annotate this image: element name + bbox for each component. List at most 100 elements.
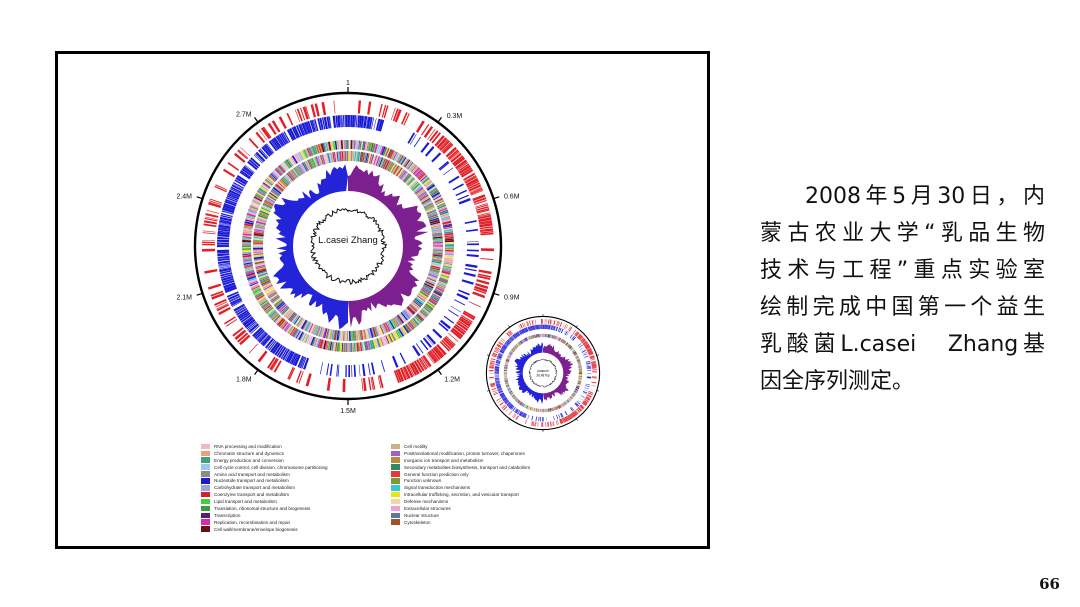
cog-gene xyxy=(434,197,444,204)
cog-gene xyxy=(334,140,338,150)
forward-gene xyxy=(429,130,439,142)
reverse-gene xyxy=(298,356,305,368)
cog-gene xyxy=(276,167,284,175)
forward-gene xyxy=(218,306,231,316)
cog-gene xyxy=(380,158,386,169)
reverse-gene xyxy=(503,398,508,402)
cog-gene xyxy=(262,283,272,289)
cog-gene xyxy=(243,227,253,231)
cog-gene xyxy=(503,374,508,376)
cog-gene xyxy=(522,403,525,407)
reverse-gene xyxy=(233,303,246,312)
reverse-gene xyxy=(552,325,554,331)
reverse-gene xyxy=(566,331,569,336)
cog-gene xyxy=(361,341,364,351)
cog-gene xyxy=(503,368,508,370)
forward-gene xyxy=(461,314,473,323)
forward-gene xyxy=(501,404,506,408)
cog-gene xyxy=(432,257,443,259)
reverse-gene xyxy=(540,324,542,330)
forward-gene xyxy=(493,350,499,354)
legend-label: Replication, recombination and repair xyxy=(214,519,291,525)
cog-gene xyxy=(549,408,551,412)
cog-gene xyxy=(279,179,288,188)
cog-gene xyxy=(333,330,337,341)
reverse-gene xyxy=(494,377,500,379)
cog-gene xyxy=(317,326,322,337)
forward-gene xyxy=(480,232,494,236)
cog-gene xyxy=(426,278,436,284)
cog-gene xyxy=(578,377,582,379)
cog-gene xyxy=(369,327,374,338)
cog-gene xyxy=(437,282,447,288)
cog-gene xyxy=(567,344,571,348)
gc-skew-negative xyxy=(273,164,348,330)
forward-gene xyxy=(468,184,482,192)
cog-gene xyxy=(565,400,568,404)
cog-gene xyxy=(248,279,258,284)
cog-gene xyxy=(556,406,558,410)
forward-gene xyxy=(489,366,495,368)
cog-gene xyxy=(573,352,577,355)
cog-gene xyxy=(264,285,274,292)
forward-gene xyxy=(298,371,304,384)
cog-gene xyxy=(398,313,406,323)
reverse-gene xyxy=(282,348,290,361)
forward-gene xyxy=(584,398,590,402)
cog-gene xyxy=(299,332,305,341)
forward-gene xyxy=(586,395,591,399)
cog-gene xyxy=(349,140,351,150)
reverse-gene xyxy=(329,363,333,376)
forward-gene xyxy=(239,334,251,346)
forward-gene xyxy=(582,341,588,345)
legend-swatch xyxy=(391,498,400,505)
cog-gene xyxy=(505,383,509,386)
cog-gene xyxy=(444,242,454,245)
cog-gene xyxy=(570,395,574,399)
cog-gene xyxy=(556,405,559,410)
cog-gene xyxy=(436,284,446,289)
cog-gene xyxy=(576,384,581,386)
cog-gene xyxy=(578,376,582,378)
cog-gene xyxy=(242,248,252,251)
cog-gene xyxy=(354,330,357,341)
cog-gene xyxy=(306,147,312,157)
reverse-gene xyxy=(559,327,562,333)
forward-gene xyxy=(579,337,584,341)
forward-gene xyxy=(480,257,494,261)
cog-gene xyxy=(428,187,437,193)
cog-gene xyxy=(363,341,366,351)
cog-gene xyxy=(262,182,271,189)
legend-label: Cell motility xyxy=(404,443,428,449)
cog-gene xyxy=(432,233,443,237)
forward-gene xyxy=(572,329,577,335)
cog-gene xyxy=(577,360,581,362)
cog-gene xyxy=(518,342,521,346)
cog-gene xyxy=(575,355,579,358)
reverse-gene xyxy=(494,370,500,371)
gc-skew-negative xyxy=(514,342,543,405)
cog-gene xyxy=(524,337,527,342)
cog-gene xyxy=(414,168,423,177)
cog-gene xyxy=(430,264,441,268)
cog-gene xyxy=(556,336,559,341)
forward-gene xyxy=(496,397,501,401)
reverse-gene xyxy=(466,241,479,243)
forward-gene xyxy=(477,273,491,278)
reverse-gene xyxy=(236,307,248,316)
cog-gene xyxy=(418,293,427,300)
reverse-gene xyxy=(503,345,507,348)
cog-gene xyxy=(510,393,514,396)
scale-tick xyxy=(196,196,203,200)
cog-gene xyxy=(353,151,357,162)
cog-gene xyxy=(418,311,427,319)
cog-gene xyxy=(400,311,408,321)
reverse-gene xyxy=(293,126,301,138)
cog-gene xyxy=(342,330,345,341)
cog-gene xyxy=(521,403,524,407)
forward-gene xyxy=(464,175,477,183)
cog-gene xyxy=(387,334,393,343)
reverse-gene xyxy=(524,413,527,419)
reverse-gene xyxy=(580,395,585,399)
forward-gene xyxy=(232,327,244,337)
